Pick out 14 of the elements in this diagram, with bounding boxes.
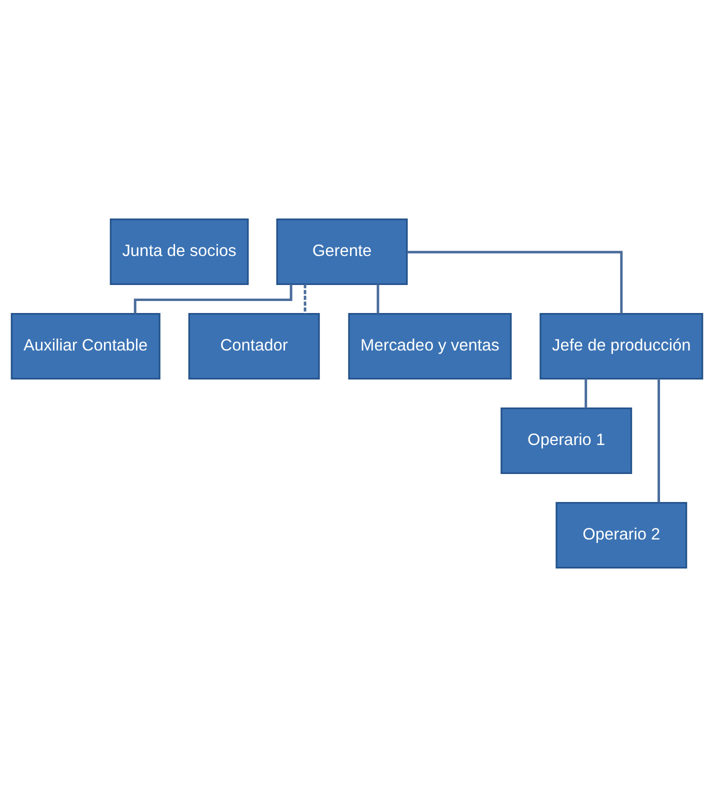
- node-box: Jefe de producción: [540, 312, 704, 380]
- node-box: Mercadeo y ventas: [348, 312, 512, 380]
- node-box: Gerente: [276, 218, 408, 285]
- node-box: Operario 2: [556, 501, 688, 568]
- node-box: Auxiliar Contable: [10, 312, 160, 380]
- connector: [407, 250, 623, 314]
- connector: [584, 378, 588, 408]
- connector: [304, 284, 306, 314]
- connector: [134, 284, 292, 314]
- node-box: Junta de socios: [110, 218, 249, 285]
- node-box: Operario 1: [500, 406, 632, 474]
- connector: [658, 378, 660, 502]
- connector: [376, 284, 380, 314]
- node-box: Contador: [188, 312, 320, 380]
